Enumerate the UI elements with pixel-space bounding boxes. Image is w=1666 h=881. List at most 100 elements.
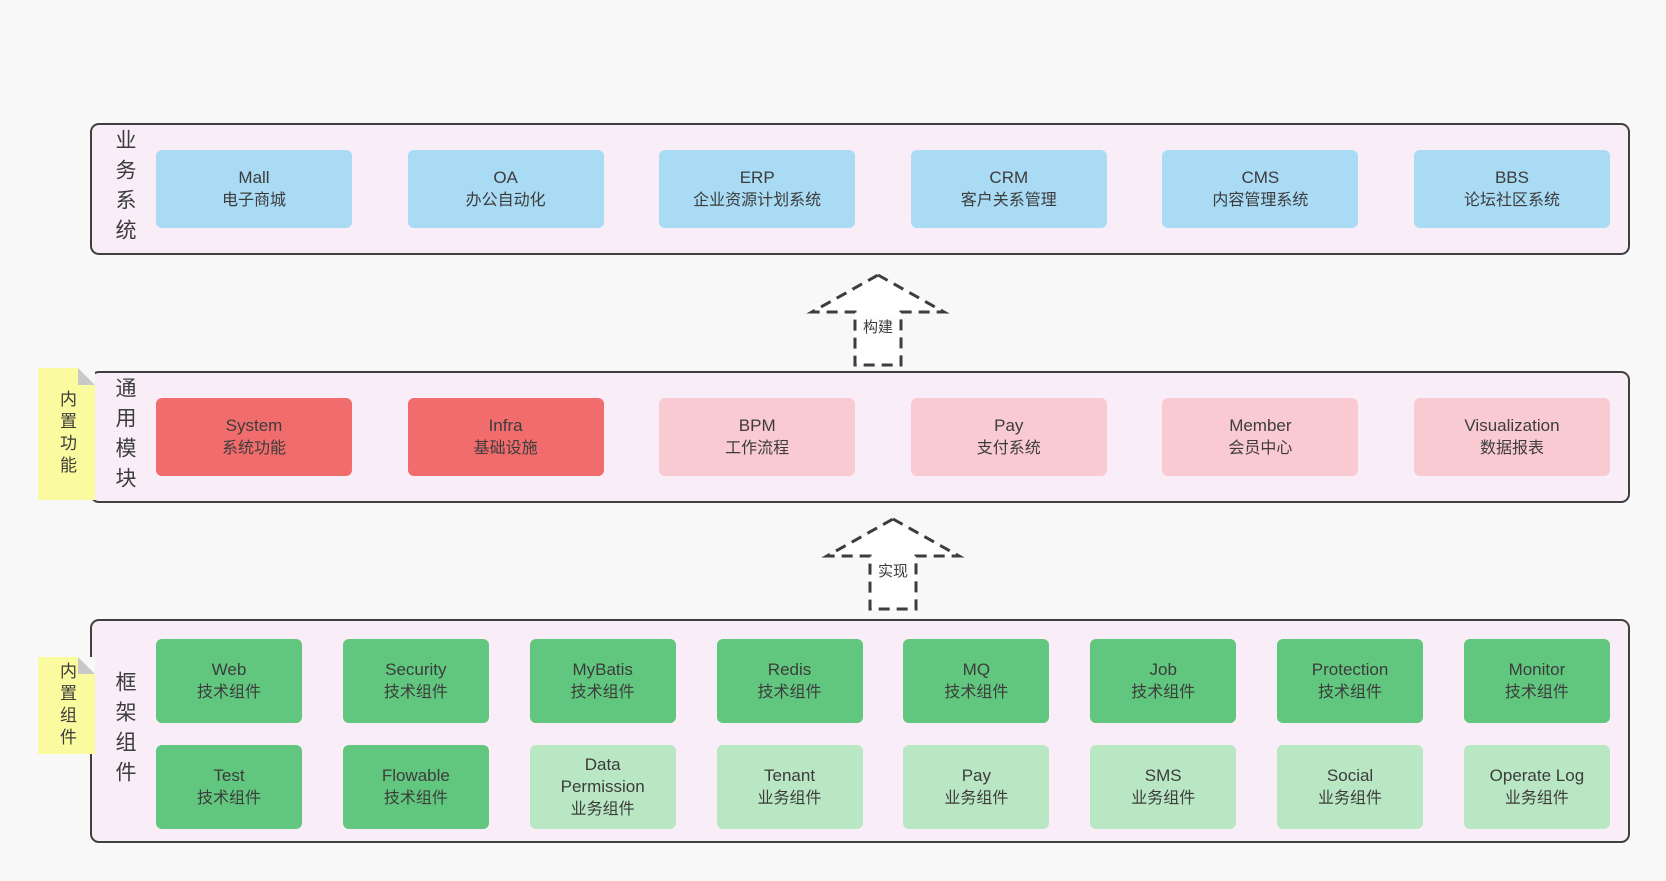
box-system: System 系统功能 xyxy=(156,398,352,476)
box-monitor: Monitor 技术组件 xyxy=(1463,639,1610,723)
box-subtitle: 业务组件 xyxy=(570,800,635,818)
box-mq: MQ 技术组件 xyxy=(903,639,1050,723)
box-title: Flowable xyxy=(381,766,450,786)
box-visualization: Visualization 数据报表 xyxy=(1413,398,1610,476)
box-title: Job xyxy=(1149,660,1177,680)
box-title: CMS xyxy=(1241,168,1280,188)
box-sms: SMS 业务组件 xyxy=(1090,745,1237,829)
box-subtitle: 企业资源计划系统 xyxy=(693,191,822,209)
box-title: Pay xyxy=(994,416,1024,436)
box-subtitle: 论坛社区系统 xyxy=(1463,191,1560,209)
box-title: MQ xyxy=(962,660,991,680)
box-subtitle: 业务组件 xyxy=(1318,789,1383,807)
panel-framework-label: 框架组件 xyxy=(113,671,136,791)
framework-box-row-1: Web 技术组件 Security 技术组件 MyBatis 技术组件 Redi… xyxy=(156,639,1610,723)
box-subtitle: 技术组件 xyxy=(1131,683,1196,701)
box-subtitle: 技术组件 xyxy=(570,683,635,701)
box-subtitle: 技术组件 xyxy=(944,683,1009,701)
box-subtitle: 技术组件 xyxy=(1504,683,1569,701)
box-security: Security 技术组件 xyxy=(342,639,489,723)
box-crm: CRM 客户关系管理 xyxy=(910,150,1107,228)
box-title: ERP xyxy=(739,168,775,188)
panel-common-modules: 通用模块 System 系统功能 Infra 基础设施 BPM 工作流程 Pay… xyxy=(90,371,1630,503)
box-redis: Redis 技术组件 xyxy=(716,639,863,723)
box-subtitle: 工作流程 xyxy=(725,439,790,457)
arrow-implement: 实现 xyxy=(821,517,965,611)
box-oa: OA 办公自动化 xyxy=(407,150,604,228)
box-subtitle: 技术组件 xyxy=(196,789,261,807)
box-mybatis: MyBatis 技术组件 xyxy=(529,639,676,723)
panel-business-label: 业务系统 xyxy=(113,129,136,249)
modules-box-row: System 系统功能 Infra 基础设施 BPM 工作流程 Pay 支付系统… xyxy=(156,398,1610,476)
box-subtitle: 技术组件 xyxy=(757,683,822,701)
box-title: Protection xyxy=(1311,660,1389,680)
box-flowable: Flowable 技术组件 xyxy=(342,745,489,829)
box-pay: Pay 支付系统 xyxy=(910,398,1107,476)
box-subtitle: 数据报表 xyxy=(1479,439,1544,457)
box-subtitle: 业务组件 xyxy=(944,789,1009,807)
box-data-permission: Data Permission 业务组件 xyxy=(529,745,676,829)
box-subtitle: 支付系统 xyxy=(976,439,1041,457)
box-title: Visualization xyxy=(1464,416,1560,436)
box-social: Social 业务组件 xyxy=(1277,745,1424,829)
box-subtitle: 电子商城 xyxy=(221,191,286,209)
box-bbs: BBS 论坛社区系统 xyxy=(1413,150,1610,228)
box-subtitle: 客户关系管理 xyxy=(960,191,1057,209)
sticky-note-text: 内置组件 xyxy=(57,661,76,750)
box-pay-biz: Pay 业务组件 xyxy=(903,745,1050,829)
framework-box-row-2: Test 技术组件 Flowable 技术组件 Data Permission … xyxy=(156,745,1610,829)
arrow-implement-label: 实现 xyxy=(874,559,912,582)
sticky-note-built-in-components: 内置组件 xyxy=(38,657,95,754)
box-subtitle: 业务组件 xyxy=(757,789,822,807)
folded-corner-icon xyxy=(78,368,95,385)
box-infra: Infra 基础设施 xyxy=(407,398,604,476)
box-title: Data Permission xyxy=(560,755,645,797)
box-subtitle: 业务组件 xyxy=(1504,789,1569,807)
box-title: BPM xyxy=(738,416,776,436)
sticky-note-text: 内置功能 xyxy=(57,390,76,478)
box-bpm: BPM 工作流程 xyxy=(659,398,856,476)
box-title: Security xyxy=(385,660,447,680)
folded-corner-icon xyxy=(78,657,95,674)
box-subtitle: 会员中心 xyxy=(1228,439,1293,457)
box-web: Web 技术组件 xyxy=(156,639,302,723)
box-protection: Protection 技术组件 xyxy=(1277,639,1424,723)
box-title: BBS xyxy=(1494,168,1529,188)
arrow-build: 构建 xyxy=(806,273,950,367)
box-subtitle: 技术组件 xyxy=(1318,683,1383,701)
box-mall: Mall 电子商城 xyxy=(156,150,352,228)
business-box-row: Mall 电子商城 OA 办公自动化 ERP 企业资源计划系统 CRM 客户关系… xyxy=(156,150,1610,228)
box-test: Test 技术组件 xyxy=(156,745,302,829)
panel-modules-label: 通用模块 xyxy=(113,377,136,497)
box-subtitle: 技术组件 xyxy=(383,789,448,807)
box-title: Operate Log xyxy=(1489,766,1585,786)
box-title: MyBatis xyxy=(572,660,633,680)
box-cms: CMS 内容管理系统 xyxy=(1162,150,1359,228)
panel-framework-components: 框架组件 Web 技术组件 Security 技术组件 MyBatis 技术组件… xyxy=(90,619,1630,843)
box-title: OA xyxy=(493,168,518,188)
box-subtitle: 办公自动化 xyxy=(465,191,546,209)
box-title: Social xyxy=(1326,766,1374,786)
box-title: Member xyxy=(1229,416,1292,436)
sticky-note-built-in-features: 内置功能 xyxy=(38,368,95,500)
box-title: Pay xyxy=(961,766,992,786)
box-title: Infra xyxy=(488,416,523,436)
box-title: Redis xyxy=(767,660,812,680)
box-subtitle: 系统功能 xyxy=(221,439,286,457)
box-title: CRM xyxy=(989,168,1029,188)
box-job: Job 技术组件 xyxy=(1090,639,1237,723)
box-title: Test xyxy=(213,766,245,786)
panel-business-systems: 业务系统 Mall 电子商城 OA 办公自动化 ERP 企业资源计划系统 CRM… xyxy=(90,123,1630,255)
box-title: System xyxy=(225,416,283,436)
box-subtitle: 业务组件 xyxy=(1131,789,1196,807)
box-member: Member 会员中心 xyxy=(1162,398,1359,476)
box-title: Web xyxy=(211,660,247,680)
box-title: Tenant xyxy=(764,766,816,786)
box-operate-log: Operate Log 业务组件 xyxy=(1463,745,1610,829)
box-subtitle: 技术组件 xyxy=(383,683,448,701)
box-subtitle: 技术组件 xyxy=(196,683,261,701)
arrow-build-label: 构建 xyxy=(859,315,897,338)
box-tenant: Tenant 业务组件 xyxy=(716,745,863,829)
box-title: Mall xyxy=(238,168,270,188)
box-erp: ERP 企业资源计划系统 xyxy=(659,150,856,228)
